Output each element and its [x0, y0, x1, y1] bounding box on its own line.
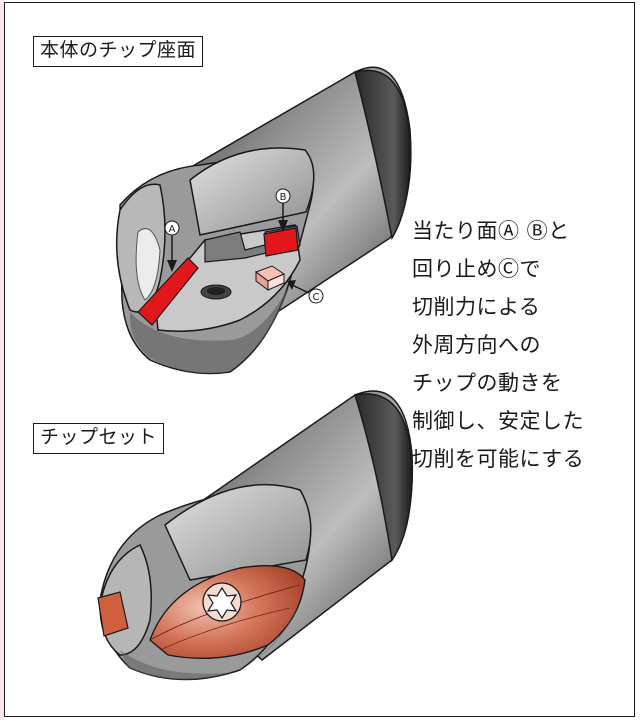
tool-body-bottom	[97, 390, 414, 681]
top-section-label: 本体のチップ座面	[33, 36, 204, 67]
marker-b: B	[275, 188, 291, 232]
seat-surface-b	[263, 227, 299, 257]
clamp-screw	[202, 582, 242, 622]
svg-text:C: C	[313, 292, 320, 303]
svg-text:A: A	[169, 224, 176, 235]
marker-c: C	[287, 280, 324, 304]
description-line-6: 制御し、安定した	[412, 409, 584, 433]
svg-text:B: B	[280, 192, 287, 203]
description-line-3: 切削力による	[412, 295, 541, 319]
description-line-4: 外周方向への	[412, 333, 541, 357]
description-line-5: チップの動きを	[412, 371, 563, 395]
description-line-7: 切削を可能にする	[412, 447, 585, 471]
tool-body-top	[115, 66, 412, 375]
description-text: 当たり面Ⓐ Ⓑと 回り止めⒸで 切削力による 外周方向への チップの動きを 制御…	[412, 212, 632, 478]
page-left-edge	[0, 0, 4, 720]
description-line-2: 回り止めⒸで	[412, 257, 541, 281]
bottom-section-label: チップセット	[33, 423, 165, 454]
marker-a: A	[164, 220, 180, 272]
seat-surface-a	[137, 257, 199, 326]
description-line-1: 当たり面Ⓐ Ⓑと	[412, 219, 570, 243]
